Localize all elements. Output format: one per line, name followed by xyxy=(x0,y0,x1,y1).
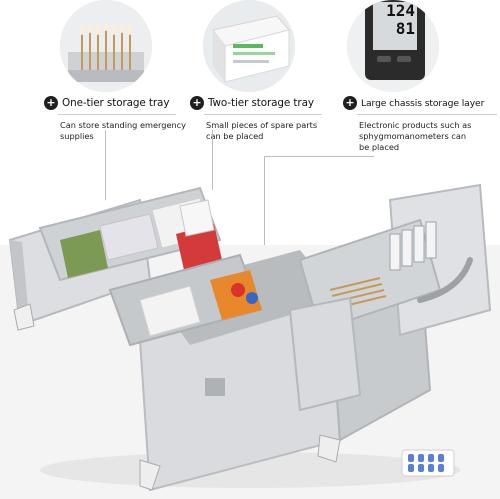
callout-description-line: supplies xyxy=(60,131,94,141)
plus-icon: + xyxy=(343,96,357,110)
callout-pointer-line xyxy=(212,130,213,190)
aluminum-storage-case-photo xyxy=(0,150,500,499)
callout-one-tier-tray: + One-tier storage tray Can store standi… xyxy=(44,96,194,142)
callout-description-line: sphygmomanometers can xyxy=(359,131,467,141)
callout-two-tier-tray: + Two-tier storage tray Small pieces of … xyxy=(190,96,340,142)
plus-icon: + xyxy=(44,96,58,110)
monitor-diastolic: 81 xyxy=(395,19,415,38)
callout-description-line: Electronic products such as xyxy=(359,120,472,130)
callout-title: One-tier storage tray xyxy=(62,97,170,109)
cotton-swab-thumbnail xyxy=(60,0,152,92)
callout-title: Large chassis storage layer xyxy=(361,97,485,109)
callout-description-line: Small pieces of spare parts xyxy=(206,120,318,130)
callout-pointer-line xyxy=(105,130,106,200)
callout-pointer-line xyxy=(264,156,265,246)
callout-description-line: can be placed xyxy=(206,131,264,141)
medicine-box-thumbnail xyxy=(203,0,295,92)
callout-underline xyxy=(58,114,176,115)
blood-pressure-monitor-thumbnail: 124 81 xyxy=(347,0,439,92)
callout-description-line: be placed xyxy=(359,142,400,152)
callout-underline xyxy=(204,114,322,115)
monitor-readout: 124 81 xyxy=(375,2,415,38)
callout-chassis-layer: + Large chassis storage layer Electronic… xyxy=(343,96,498,153)
pill-blister-pack xyxy=(401,449,455,477)
callout-description-line: Can store standing emergency xyxy=(60,120,187,130)
monitor-systolic: 124 xyxy=(386,1,415,20)
case-latch xyxy=(205,378,225,396)
callout-pointer-line xyxy=(264,156,374,157)
callout-title: Two-tier storage tray xyxy=(208,97,314,109)
callout-underline xyxy=(357,114,497,115)
plus-icon: + xyxy=(190,96,204,110)
